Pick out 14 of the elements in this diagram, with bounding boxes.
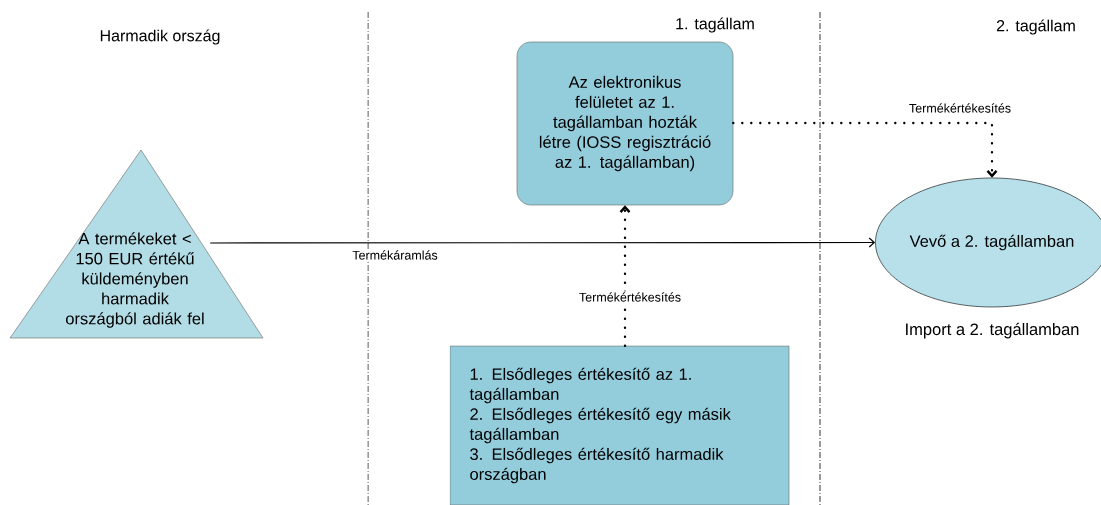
process-box: 1. Elsődleges értékesítő az 1. tagállamban 2. Elsődleges értékesítő egy másik tagállamban 3. Elsődleges értékesítő harmadik országban [449, 345, 790, 505]
arrow [619, 205, 631, 347]
edge-label: Termékértékesítés [577, 291, 683, 303]
edge-label: Termékáramlás [351, 249, 439, 261]
ellipse-node: Vevő a 2. tagállamban [875, 177, 1101, 308]
region-title: Harmadik ország [100, 29, 220, 45]
edge-label: Termékértékesítés [907, 102, 1013, 114]
region-title: 2. tagállam [996, 19, 1075, 35]
arrow [732, 121, 998, 178]
rounded-box: Az elektronikus felületet az 1. tagállamban hozták létre (IOSS regisztráció az 1. tagállamban) [516, 41, 734, 206]
triangle-node: A termékeket < 150 EUR értékű küldeményben harmadik országból adiák fel [9, 149, 264, 339]
arrow [209, 237, 876, 248]
node-label: Import a 2. tagállamban [906, 322, 1079, 339]
region-title: 1. tagállam [676, 17, 754, 33]
